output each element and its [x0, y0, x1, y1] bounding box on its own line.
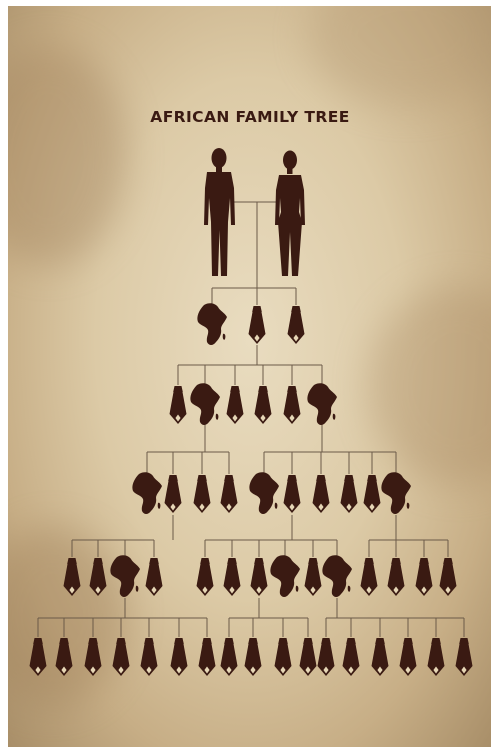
necktie-icon: [255, 386, 272, 424]
necktie-icon: [224, 558, 241, 596]
necktie-icon: [113, 638, 130, 676]
necktie-icon: [56, 638, 73, 676]
africa-continent-icon: [322, 555, 352, 597]
necktie-icon: [170, 386, 187, 424]
necktie-icon: [251, 558, 268, 596]
necktie-icon: [197, 558, 214, 596]
necktie-icon: [440, 558, 457, 596]
necktie-icon: [194, 475, 211, 513]
africa-continent-icon: [381, 472, 411, 514]
necktie-icon: [341, 475, 358, 513]
africa-continent-icon: [190, 383, 220, 425]
necktie-icon: [141, 638, 158, 676]
necktie-icon: [85, 638, 102, 676]
necktie-icon: [146, 558, 163, 596]
necktie-icon: [313, 475, 330, 513]
necktie-icon: [275, 638, 292, 676]
necktie-icon: [245, 638, 262, 676]
necktie-icon: [284, 386, 301, 424]
necktie-icon: [64, 558, 81, 596]
necktie-icon: [227, 386, 244, 424]
necktie-icon: [318, 638, 335, 676]
necktie-icon: [199, 638, 216, 676]
woman-silhouette-icon: [275, 151, 305, 277]
necktie-icon: [372, 638, 389, 676]
necktie-icon: [221, 475, 238, 513]
man-silhouette-icon: [204, 148, 235, 276]
africa-continent-icon: [249, 472, 279, 514]
necktie-icon: [300, 638, 317, 676]
necktie-icon: [288, 306, 305, 344]
necktie-icon: [171, 638, 188, 676]
necktie-icon: [249, 306, 266, 344]
necktie-icon: [400, 638, 417, 676]
necktie-icon: [343, 638, 360, 676]
necktie-icon: [364, 475, 381, 513]
africa-continent-icon: [110, 555, 140, 597]
africa-continent-icon: [132, 472, 162, 514]
africa-continent-icon: [307, 383, 337, 425]
necktie-icon: [456, 638, 473, 676]
necktie-icon: [428, 638, 445, 676]
africa-continent-icon: [197, 303, 227, 345]
necktie-icon: [165, 475, 182, 513]
necktie-icon: [388, 558, 405, 596]
necktie-icon: [221, 638, 238, 676]
necktie-icon: [30, 638, 47, 676]
necktie-icon: [361, 558, 378, 596]
necktie-icon: [90, 558, 107, 596]
necktie-icon: [305, 558, 322, 596]
necktie-icon: [284, 475, 301, 513]
necktie-icon: [416, 558, 433, 596]
africa-continent-icon: [270, 555, 300, 597]
